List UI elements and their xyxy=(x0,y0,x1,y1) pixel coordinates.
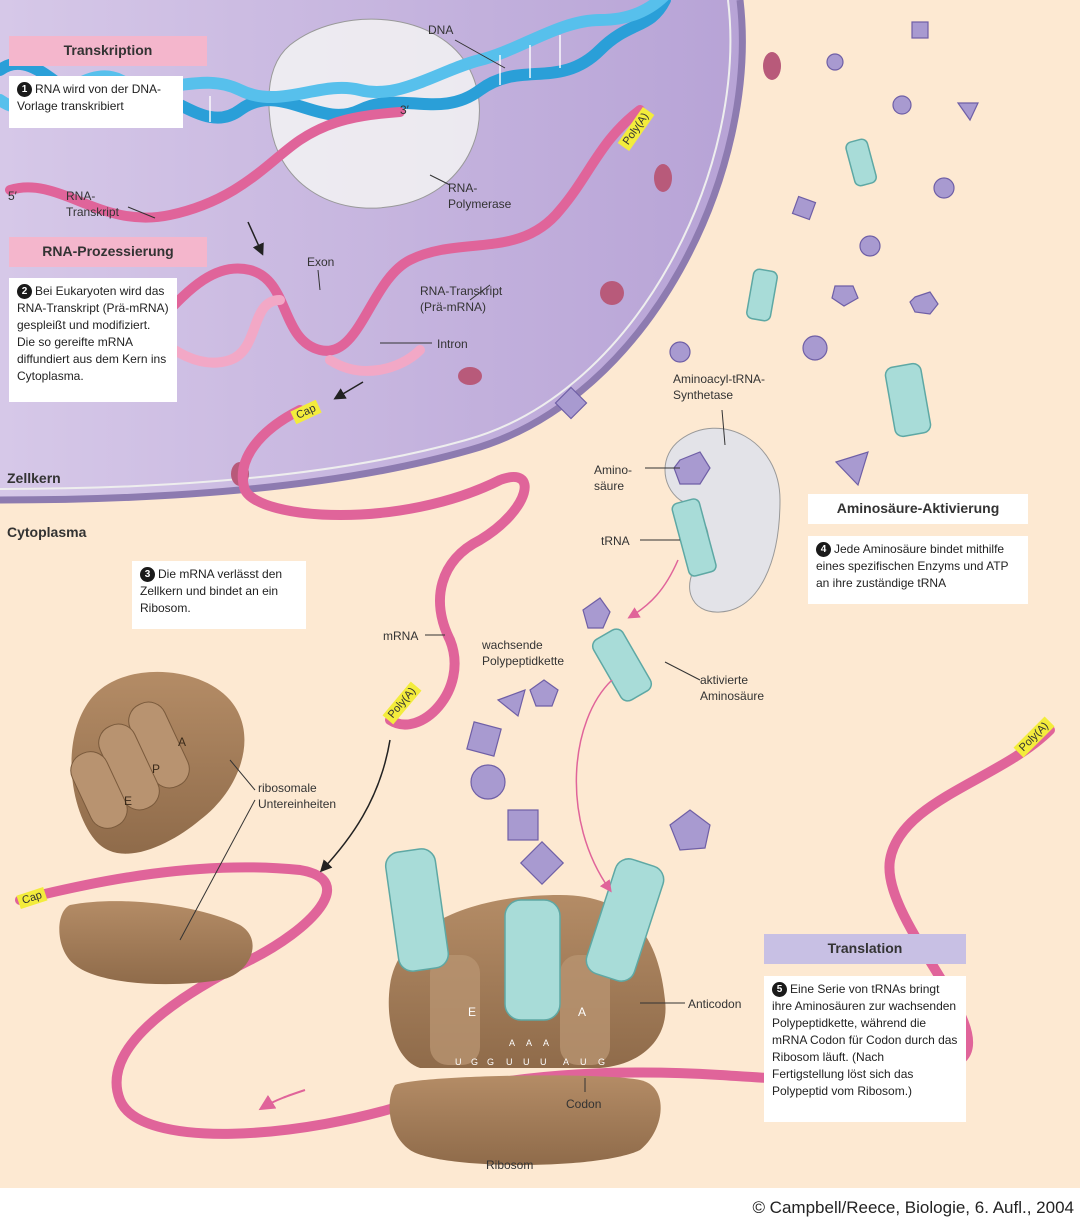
label-ribosomale-untereinheiten: ribosomale Untereinheiten xyxy=(258,781,337,811)
header-aminosaeure-aktivierung: Aminosäure-Aktivierung xyxy=(808,494,1028,524)
label-site-e-small: E xyxy=(124,794,133,808)
amino-acids xyxy=(466,21,979,886)
base-a: A xyxy=(563,1057,570,1067)
label-site-e: E xyxy=(468,1005,477,1019)
header-rna-prozessierung: RNA-Prozessierung xyxy=(9,237,207,267)
label-mrna: mRNA xyxy=(383,629,419,643)
step-number: 1 xyxy=(17,82,32,97)
ribosome-small xyxy=(389,1075,661,1165)
base-u: U xyxy=(580,1057,587,1067)
step-1-text: RNA wird von der DNA-Vorlage transkribie… xyxy=(17,82,162,113)
label-rna-transkript-prae: RNA-Transkript (Prä-mRNA) xyxy=(420,284,503,314)
label-rna-transkript: RNA- Transkript xyxy=(66,189,119,219)
base-u: U xyxy=(540,1057,547,1067)
label-anticodon: Anticodon xyxy=(688,997,742,1011)
step-5-text: Eine Serie von tRNAs bringt ihre Aminosä… xyxy=(772,982,958,1098)
label-zellkern: Zellkern xyxy=(7,470,61,486)
base-g: G xyxy=(487,1057,495,1067)
step-number: 4 xyxy=(816,542,831,557)
step-3-text: Die mRNA verlässt den Zellkern und binde… xyxy=(140,567,283,615)
label-3-prime: 3′ xyxy=(400,103,409,117)
header-translation: Translation xyxy=(764,934,966,964)
trna-free xyxy=(591,138,932,702)
label-aminoacyl-synthetase: Aminoacyl-tRNA- Synthetase xyxy=(673,372,766,402)
label-site-a-small: A xyxy=(178,735,187,749)
base-u: U xyxy=(506,1057,513,1067)
label-ribosom: Ribosom xyxy=(486,1158,534,1172)
label-aktivierte-aminosaeure: aktivierte Aminosäure xyxy=(700,673,765,703)
label-cytoplasma: Cytoplasma xyxy=(7,524,87,540)
base-g: G xyxy=(471,1057,479,1067)
step-number: 3 xyxy=(140,567,155,582)
copyright-text: © Campbell/Reece, Biologie, 6. Aufl., 20… xyxy=(752,1198,1074,1217)
small-subunit xyxy=(59,901,253,985)
nuclear-envelope xyxy=(0,0,746,504)
label-5-prime: 5′ xyxy=(8,189,17,203)
label-exon: Exon xyxy=(307,255,335,269)
base-a: A xyxy=(509,1038,516,1048)
label-site-a: A xyxy=(578,1005,587,1019)
trna-ribosome xyxy=(384,848,665,1021)
step-4-text: Jede Aminosäure bindet mithilfe eines sp… xyxy=(816,542,1009,590)
label-site-p-small: P xyxy=(152,762,161,776)
label-rna-polymerase: RNA- Polymerase xyxy=(448,181,512,211)
base-a: A xyxy=(526,1038,533,1048)
label-trna: tRNA xyxy=(601,534,630,548)
label-intron: Intron xyxy=(437,337,468,351)
base-u: U xyxy=(455,1057,462,1067)
nucleus xyxy=(0,0,743,500)
copyright-bar: © Campbell/Reece, Biologie, 6. Aufl., 20… xyxy=(0,1188,1080,1223)
base-u: U xyxy=(523,1057,530,1067)
label-dna: DNA xyxy=(428,23,454,37)
base-g: G xyxy=(598,1057,606,1067)
header-transkription: Transkription xyxy=(9,36,207,66)
step-number: 2 xyxy=(17,284,32,299)
step-number: 5 xyxy=(772,982,787,997)
label-wachsende-polypeptidkette: wachsende Polypeptidkette xyxy=(482,638,565,668)
label-codon: Codon xyxy=(566,1097,602,1111)
step-2-text: Bei Eukaryoten wird das RNA-Transkript (… xyxy=(17,284,169,383)
base-a: A xyxy=(543,1038,550,1048)
label-aminosaeure: Amino- säure xyxy=(594,463,633,493)
